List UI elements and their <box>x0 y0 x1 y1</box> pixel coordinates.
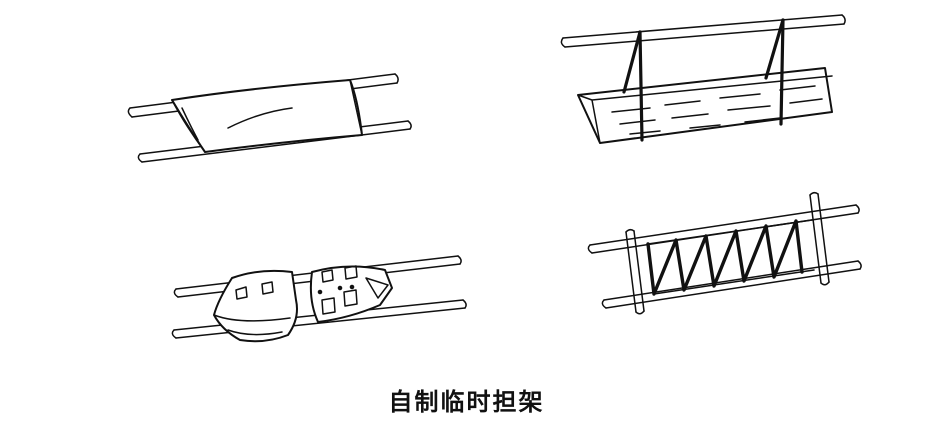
crossbar-left <box>625 228 645 315</box>
figure-caption: 自制临时担架 <box>388 388 545 416</box>
blanket-stretcher-figure <box>127 73 412 163</box>
clothing-stretcher-figure <box>171 255 467 343</box>
pole-top <box>587 204 860 254</box>
blanket <box>171 79 363 153</box>
blanket-crease <box>227 107 293 129</box>
blanket-fold <box>171 99 206 153</box>
rope-zigzag <box>646 219 804 296</box>
plank-stretcher-figure <box>560 14 846 144</box>
jacket-left <box>213 269 298 343</box>
rope-right <box>764 18 785 126</box>
crossbar-right <box>809 191 830 286</box>
rope-stretcher-figure <box>587 191 862 315</box>
pole-bottom <box>601 260 862 309</box>
plank-grain <box>611 85 823 135</box>
rope-left <box>622 30 644 142</box>
pole-upper <box>560 14 846 48</box>
